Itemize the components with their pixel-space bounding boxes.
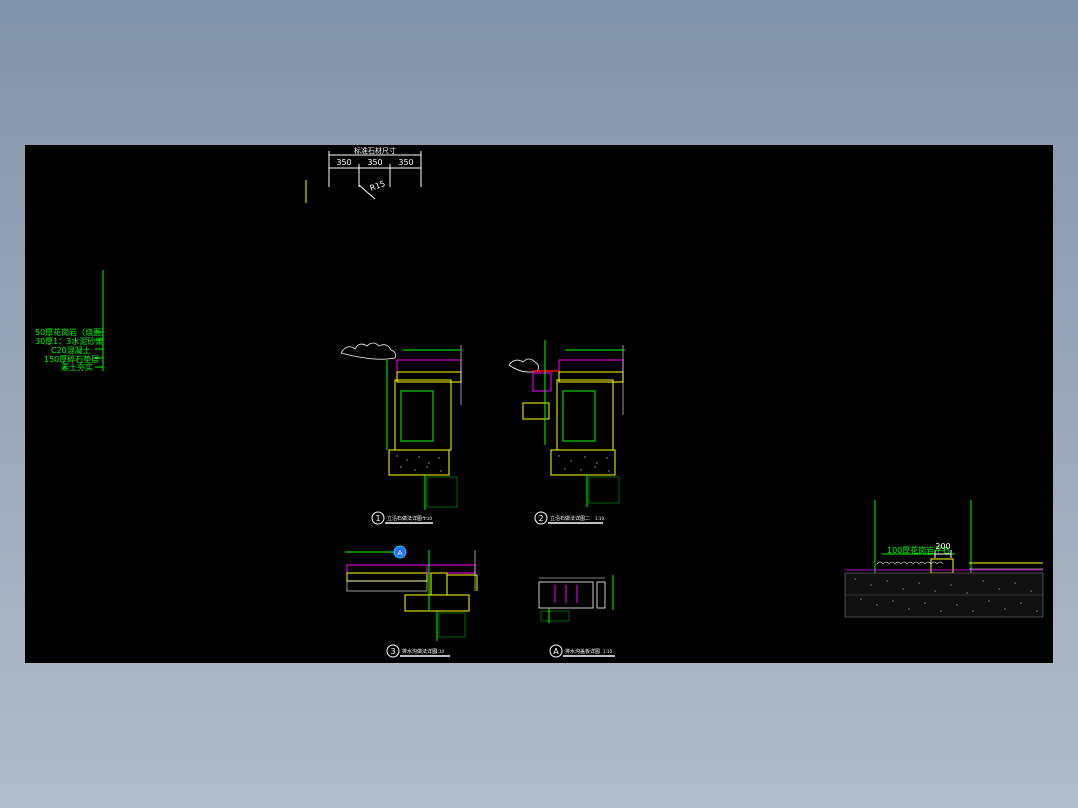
top-dim-radius: R15 xyxy=(369,179,387,193)
detail-2-title: 立沿石做法详图二 xyxy=(550,515,590,522)
detail-3-section: A xyxy=(345,545,478,641)
detail-a-number: A xyxy=(553,647,559,656)
detail-2-number: 2 xyxy=(538,514,543,523)
left-note-4: 150厚碎石垫层 xyxy=(44,354,99,364)
detail-1-scale: 1:10 xyxy=(423,516,432,521)
left-notes-leader xyxy=(95,270,104,371)
detail-3-scale: 1:10 xyxy=(435,649,444,654)
callout-a: A xyxy=(398,549,403,557)
detail-a-scale: 1:10 xyxy=(603,649,612,654)
detail-2-section xyxy=(508,340,625,507)
detail-1-number: 1 xyxy=(375,514,380,523)
detail-1-title: 立沿石做法详图一 xyxy=(387,515,427,522)
detail-2-scale: 1:10 xyxy=(595,516,604,521)
detail-3-number: 3 xyxy=(390,647,395,656)
detail-1-section xyxy=(340,342,462,510)
top-dimension-block xyxy=(305,151,422,203)
top-dim-title: 标准石材尺寸 xyxy=(354,146,396,155)
detail-2-label: 2 立沿石做法详图二 1:10 xyxy=(534,511,604,525)
left-note-2: 30厚1：3水泥砂浆 xyxy=(35,336,103,346)
top-dim-2: 350 xyxy=(367,158,382,167)
detail-a-section xyxy=(538,575,614,623)
top-dim-3: 350 xyxy=(398,158,413,167)
left-note-3: C20混凝土 xyxy=(51,345,91,355)
detail-a-label: A 排水沟盖板详图 1:10 xyxy=(549,644,615,658)
detail-3-title: 排水沟做法详图 xyxy=(402,648,437,655)
right-paving-section xyxy=(844,500,1044,618)
top-dim-1: 350 xyxy=(336,158,351,167)
cad-drawing-canvas[interactable]: 标准石材尺寸 350 350 350 R15 50厚花岗岩（烧面） 30厚1：3… xyxy=(25,145,1053,663)
detail-a-title: 排水沟盖板详图 xyxy=(565,648,600,655)
left-note-5: 素土夯实 xyxy=(61,362,93,372)
detail-3-label: 3 排水沟做法详图 1:10 xyxy=(386,644,450,658)
right-detail-dim: 200 xyxy=(935,542,950,551)
detail-1-label: 1 立沿石做法详图一 1:10 xyxy=(371,511,433,525)
left-note-1: 50厚花岗岩（烧面） xyxy=(35,327,109,337)
cad-drawing: 标准石材尺寸 350 350 350 R15 50厚花岗岩（烧面） 30厚1：3… xyxy=(35,146,1044,658)
right-detail-label: 100厚花岗岩平石 xyxy=(887,545,950,555)
